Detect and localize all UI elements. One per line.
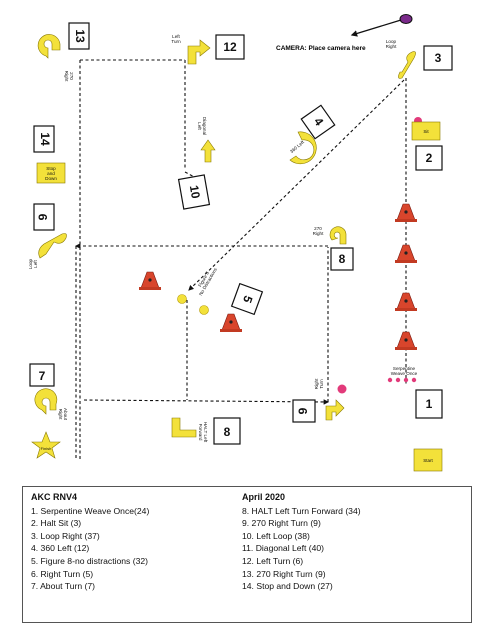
legend-date: April 2020 [242, 492, 286, 502]
left-turn-icon [187, 39, 211, 65]
u-turn-icon [37, 34, 61, 59]
halt-marker-bottom [337, 384, 347, 394]
station-box-13 [68, 22, 90, 50]
caption-loop-left: LoopLeft [28, 258, 38, 269]
station-box-3 [423, 45, 453, 71]
legend-item: 3. Loop Right (37) [31, 530, 100, 541]
station-number-14: 14 [38, 132, 52, 146]
caption-360-left: 360 Left [289, 139, 305, 154]
camera-marker [350, 14, 413, 37]
station-number-13: 13 [73, 29, 87, 43]
diagonal-left-arrow-icon [200, 139, 216, 163]
legend-item: 6. Right Turn (5) [31, 568, 94, 579]
legend-item: 9. 270 Right Turn (9) [242, 518, 321, 529]
legend-item: 14. Stop and Down (27) [242, 581, 333, 592]
finish-star-icon [31, 431, 61, 459]
course-map: CAMERA: Place camera here [28, 14, 453, 472]
caption-halt-sit: Sit [423, 129, 429, 134]
right-turn-icon [325, 399, 345, 421]
station-number-9a: 8 [339, 252, 346, 266]
legend-item: 4. 360 Left (12) [31, 543, 90, 554]
legend-item: 10. Left Loop (38) [242, 530, 310, 541]
station-box-11 [177, 174, 211, 210]
station-number-5: 5 [240, 294, 256, 305]
station-box-4 [300, 104, 336, 140]
legend-item: 5. Figure 8-no distractions (32) [31, 555, 149, 566]
legend-title: AKC RNV4 [31, 492, 78, 502]
halt-left-turn-icon [171, 417, 197, 438]
caption-figure-8: Figure 8No Distractions [194, 264, 219, 297]
right-turn-270-icon [329, 226, 347, 245]
station-number-7: 7 [39, 369, 46, 383]
serpentine-posts [387, 377, 417, 383]
caption-270-right-top: 270Right [64, 71, 74, 82]
legend-item: 7. About Turn (7) [31, 581, 96, 592]
finish-label: Finish [41, 446, 52, 451]
station-number-8: 9 [296, 407, 310, 414]
caption-about-right: AboutRight [58, 408, 68, 421]
station-box-2 [415, 145, 443, 171]
caption-halt-left-forward: HALT LeftForward [198, 422, 208, 443]
station-number-9b: 8 [224, 425, 231, 439]
station-box-12 [215, 34, 245, 60]
camera-label: CAMERA: Place camera here [276, 45, 366, 52]
caption-diagonal-left: DiagonalLeft [197, 117, 207, 135]
station-box-5 [230, 282, 264, 316]
legend-item: 11. Diagonal Left (40) [242, 543, 325, 554]
loop-left-icon [38, 233, 67, 259]
legend-item: 1. Serpentine Weave Once(24) [31, 505, 150, 516]
legend-box: AKC RNV4 1. Serpentine Weave Once(24) 2.… [22, 486, 472, 623]
station-box-14 [33, 125, 55, 153]
legend-right-column: April 2020 8. HALT Left Turn Forward (34… [242, 491, 361, 593]
start-label: Start [423, 458, 433, 463]
station-box-10 [33, 203, 55, 231]
traffic-cones [139, 203, 417, 350]
station-box-1 [415, 389, 443, 419]
about-turn-icon [34, 388, 58, 415]
circle-360-icon [289, 131, 317, 165]
legend-item: 8. HALT Left Turn Forward (34) [242, 505, 361, 516]
figure8-post-a [177, 294, 187, 304]
station-box-9b [213, 417, 241, 445]
course-route [74, 59, 407, 460]
stop-down-sign [36, 162, 66, 184]
legend-item: 2. Halt Sit (3) [31, 518, 82, 529]
figure8-post-b [199, 305, 209, 315]
station-number-1: 1 [426, 397, 433, 411]
legend-left-column: AKC RNV4 1. Serpentine Weave Once(24) 2.… [31, 491, 149, 593]
station-number-3: 3 [435, 51, 442, 65]
legend-item: 12. Left Turn (6) [242, 555, 304, 566]
loop-right-icon [398, 51, 416, 79]
start-sign [413, 448, 443, 472]
station-number-2: 2 [426, 151, 433, 165]
station-number-11: 10 [187, 184, 203, 200]
legend-item: 13. 270 Right Turn (9) [242, 568, 326, 579]
station-box-7 [29, 363, 55, 387]
station-number-10: 9 [36, 213, 50, 220]
caption-right-turn-8: RightTurn [314, 378, 324, 389]
halt-sit-sign [411, 121, 441, 141]
station-box-9a [330, 247, 354, 271]
station-box-8 [292, 399, 316, 423]
station-number-12: 12 [223, 40, 237, 54]
